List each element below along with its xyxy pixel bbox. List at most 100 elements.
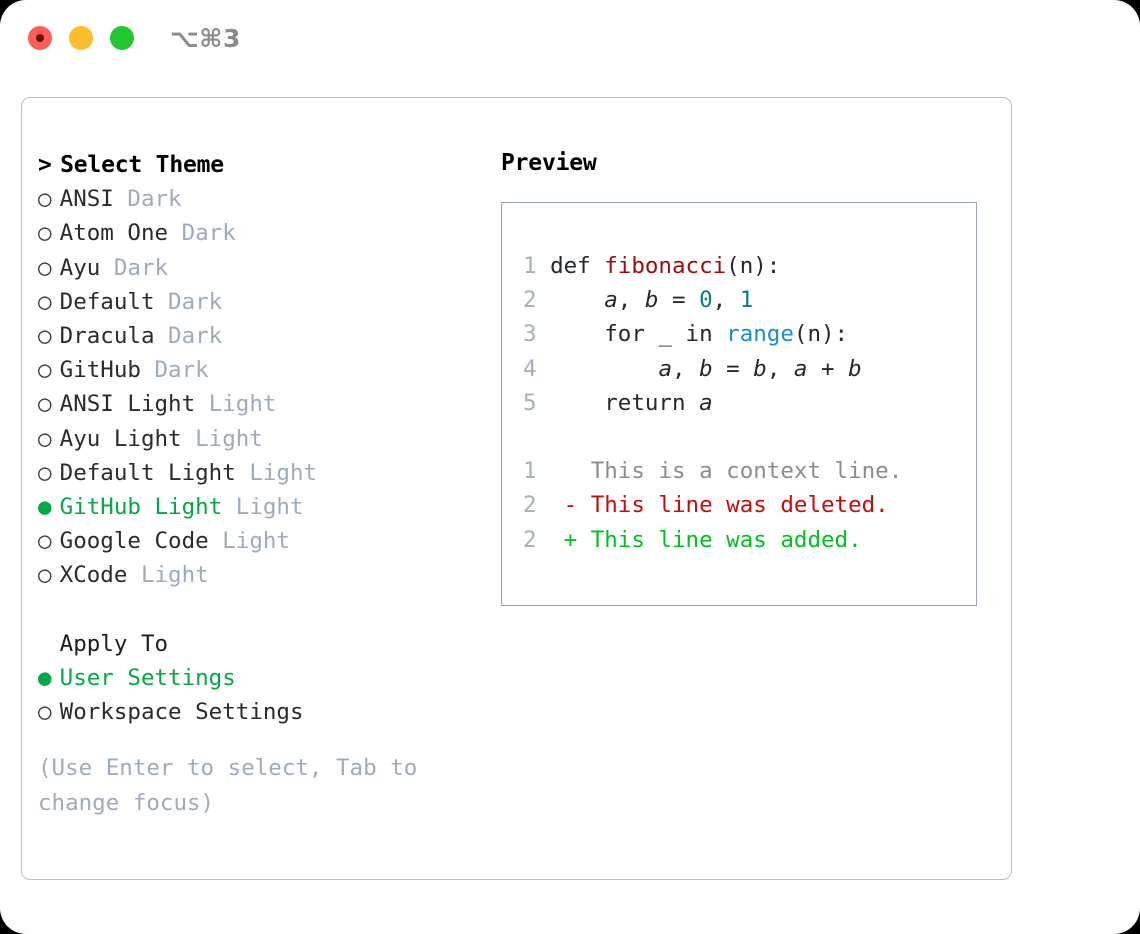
diff-line-number: 2 <box>523 526 537 553</box>
code-token-plain: = <box>712 355 754 382</box>
theme-item-tag: Light <box>195 425 263 452</box>
code-token-plain: return <box>550 389 700 416</box>
code-line-number: 2 <box>523 287 537 314</box>
code-token-plain <box>550 356 658 382</box>
theme-item-label: Google Code <box>59 528 209 555</box>
code-token-var: a <box>793 355 808 382</box>
apply-to-item[interactable]: ●User Settings <box>38 661 468 695</box>
code-token-builtin: range <box>726 321 794 348</box>
radio-unselected-icon: ○ <box>38 254 52 281</box>
radio-selected-icon: ● <box>38 494 52 521</box>
radio-unselected-icon: ○ <box>38 186 52 213</box>
theme-item-tag: Dark <box>154 357 209 384</box>
diff-preview-block: 1 This is a context line. 2 - This line w… <box>523 454 976 557</box>
diff-line-number: 1 <box>523 458 537 485</box>
theme-item-tag: Light <box>208 391 277 418</box>
keyboard-hint: (Use Enter to select, Tab to change focu… <box>38 755 431 816</box>
radio-unselected-icon: ○ <box>38 562 52 589</box>
radio-unselected-icon: ○ <box>38 288 52 315</box>
theme-list-item[interactable]: ○ XCode Light <box>38 558 468 592</box>
code-token-var: b <box>699 355 713 382</box>
diff-line: 1 This is a context line. <box>523 454 976 488</box>
code-token-plain: = <box>658 287 700 314</box>
header-caret-icon: > <box>38 152 52 178</box>
diff-line-text: - This line was deleted. <box>550 492 889 519</box>
code-token-plain: , <box>712 287 740 314</box>
code-line: 5 return a <box>523 386 976 420</box>
theme-item-label: Atom One <box>59 220 169 247</box>
theme-item-label: Default <box>59 288 155 315</box>
theme-item-tag: Light <box>140 562 209 589</box>
theme-item-label: Dracula <box>59 323 155 350</box>
zoom-button[interactable] <box>110 26 134 50</box>
code-token-plain <box>550 287 604 313</box>
theme-list-item[interactable]: ○ Default Dark <box>38 285 468 319</box>
theme-list-item[interactable]: ○Dracula Dark <box>38 319 468 353</box>
theme-list-item[interactable]: ○ Ayu Light Light <box>38 422 468 456</box>
code-token-var: b <box>753 355 767 382</box>
theme-item-tag: Dark <box>168 323 223 350</box>
theme-item-tag: Light <box>249 459 318 486</box>
apply-to-item-label: Workspace Settings <box>59 699 304 726</box>
theme-item-tag: Dark <box>113 254 169 281</box>
code-token-var: b <box>644 287 659 314</box>
theme-list-item[interactable]: ○ ANSI Dark <box>38 182 468 216</box>
select-theme-header: >Select Theme <box>38 148 468 182</box>
theme-item-label: Ayu Light <box>59 425 182 452</box>
code-token-plain: (n): <box>793 321 849 348</box>
apply-to-item[interactable]: ○ Workspace Settings <box>38 695 468 729</box>
theme-list-item[interactable]: ●GitHub Light Light <box>38 490 468 524</box>
code-token-var: a <box>604 287 618 314</box>
diff-line: 2 + This line was added. <box>523 523 976 557</box>
apply-to-item-label: User Settings <box>59 665 236 692</box>
apply-to-title: Apply To <box>59 630 169 657</box>
code-token-num: 1 <box>739 287 754 314</box>
theme-list-item[interactable]: ○Default Light Light <box>38 456 468 490</box>
radio-unselected-icon: ○ <box>38 220 52 247</box>
theme-list-item[interactable]: ○ Ayu Dark <box>38 251 468 285</box>
theme-list-item[interactable]: ○GitHub Dark <box>38 353 468 387</box>
apply-to-list: ●User Settings ○ Workspace Settings <box>38 661 468 729</box>
window-titlebar: ⌥⌘3 <box>0 0 1140 78</box>
diff-line-number: 2 <box>523 492 537 519</box>
theme-item-tag: Dark <box>127 186 182 213</box>
code-token-num: 0 <box>699 287 713 314</box>
radio-unselected-icon: ○ <box>38 357 52 384</box>
diff-line-text: This is a context line. <box>550 458 903 485</box>
theme-list-item[interactable]: ○ANSI Light Light <box>38 387 468 421</box>
code-line-number: 5 <box>523 389 537 416</box>
theme-list-item[interactable]: ○ Atom One Dark <box>38 216 468 250</box>
code-token-plain: , <box>617 287 645 314</box>
radio-unselected-icon: ○ <box>38 391 52 418</box>
code-line-number: 3 <box>523 321 537 348</box>
code-line: 4 a, b = b, a + b <box>523 352 976 386</box>
radio-unselected-icon: ○ <box>38 425 52 452</box>
code-token-plain: (n): <box>726 253 781 279</box>
traffic-light-buttons <box>28 26 134 50</box>
code-token-var: a <box>699 389 713 416</box>
radio-unselected-icon: ○ <box>38 699 52 726</box>
code-token-plain: in <box>671 321 727 348</box>
minimize-button[interactable] <box>69 26 93 50</box>
close-button[interactable] <box>28 26 52 50</box>
theme-item-label: XCode <box>59 562 128 589</box>
theme-item-label: ANSI <box>59 186 114 213</box>
theme-item-tag: Dark <box>181 220 236 247</box>
theme-item-label: Default Light <box>59 459 236 486</box>
theme-list-spacer <box>38 593 468 627</box>
theme-list-item[interactable]: ○Google Code Light <box>38 524 468 558</box>
code-token-var: a <box>658 355 672 382</box>
code-line-number: 4 <box>523 355 537 382</box>
code-line: 3 for _ in range(n): <box>523 317 976 351</box>
main-panel: >Select Theme ○ANSI Dark○Atom One Dark○A… <box>21 97 1012 880</box>
theme-item-tag: Dark <box>168 288 223 315</box>
theme-item-tag: Light <box>235 494 304 521</box>
code-token-plain: , <box>671 355 700 382</box>
preview-gap <box>523 420 976 454</box>
theme-item-label: Ayu <box>59 254 101 281</box>
code-token-var: b <box>848 355 862 382</box>
